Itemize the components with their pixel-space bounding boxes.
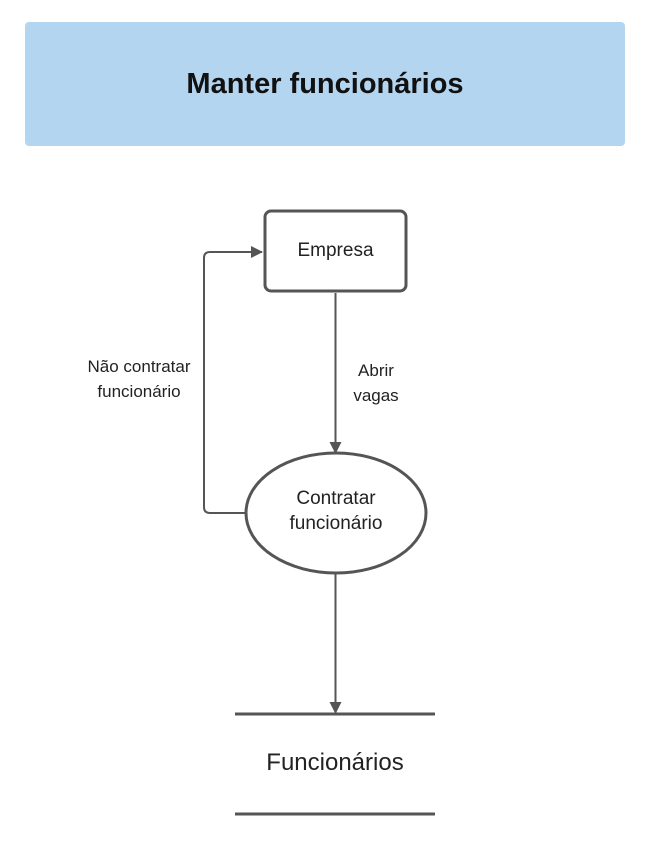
diagram-title: Manter funcionários	[186, 67, 464, 100]
empresa-node[interactable]: Empresa	[263, 209, 408, 293]
store-label: Funcionários	[266, 749, 403, 776]
abrir-vagas-label-line1: Abrir	[358, 361, 394, 380]
funcionarios-store[interactable]: Funcionários	[235, 712, 435, 816]
contratar-node[interactable]: Contratar funcionário	[244, 451, 428, 575]
nao-contratar-label-line1: Não contratar	[88, 357, 191, 376]
abrir-vagas-label-line2: vagas	[353, 386, 398, 405]
title-banner: Manter funcionários	[25, 22, 625, 146]
nao-contratar-label-line2: funcionário	[97, 382, 180, 401]
contratar-label-line2: funcionário	[290, 513, 383, 534]
empresa-label: Empresa	[297, 240, 373, 261]
arrow-nao-contratar	[203, 246, 263, 514]
contratar-label-line1: Contratar	[296, 488, 376, 509]
